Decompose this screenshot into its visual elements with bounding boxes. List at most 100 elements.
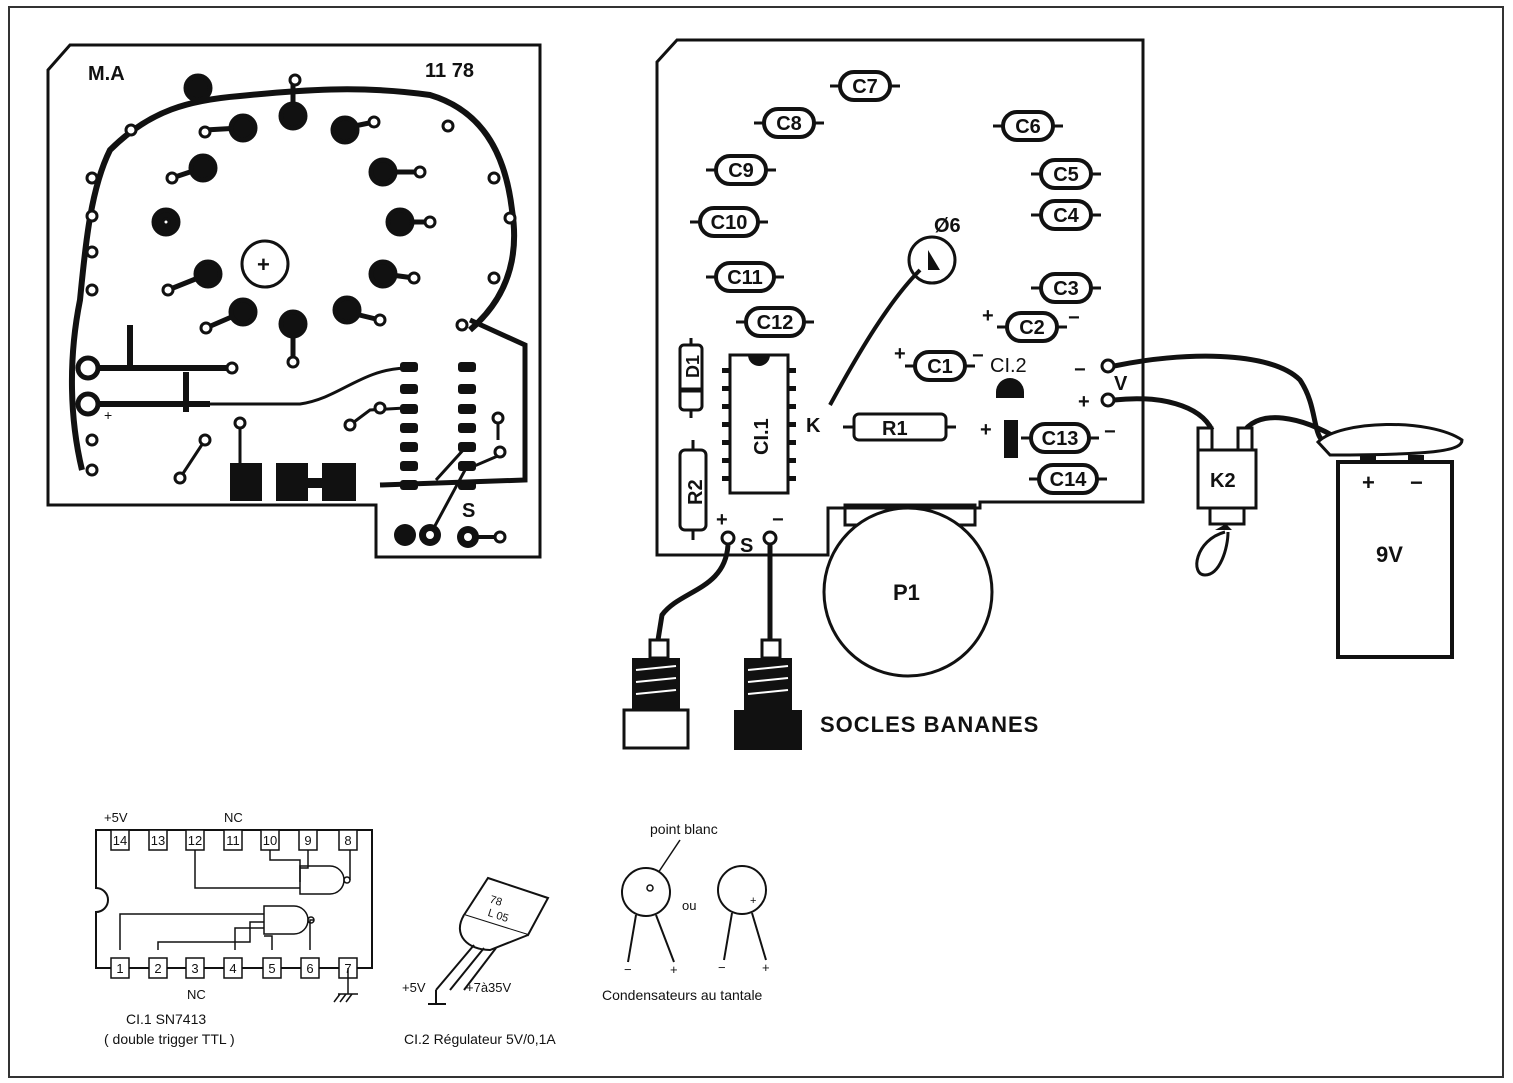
r2-label: R2 [685,479,707,505]
tantalum-capacitors: point blanc − + ou + − + Condensateurs a… [602,821,770,1003]
ic1-gates [119,850,358,1003]
capacitor-label: C6 [1015,116,1041,138]
ic1-pin-box [148,957,168,979]
capacitor-c9: C9 [706,154,776,186]
capacitor-label: C10 [711,212,748,234]
ic1-pin-number: 9 [304,833,311,848]
ic2-in: +7à35V [466,980,512,995]
ic1-pin-number: 12 [188,833,202,848]
ic1-pin-box [185,957,205,979]
ic1-pin-number: 6 [306,961,313,976]
switch-pads [151,73,430,362]
capacitor-label: C11 [727,267,763,289]
capacitor-c3: C3 [1031,272,1101,304]
p1-label: P1 [893,580,920,605]
capacitor-c2: C2 [997,311,1067,343]
tantalum-dot-label: point blanc [650,821,718,837]
v-label: V [1114,373,1128,395]
tantalum-a-minus: − [624,962,632,977]
capacitor-label: C12 [757,312,794,334]
supply-wires [1113,353,1342,448]
capacitor-label: C7 [852,76,878,98]
ic1-pin-box [223,829,243,851]
c1-plus: + [894,343,906,365]
ic2-marking-1: 78 [488,894,503,909]
battery-9v: + − 9V [1315,422,1464,659]
ic2-caption: CI.2 Régulateur 5V/0,1A [404,1031,556,1047]
capacitor-c13: C13 [1021,422,1099,454]
capacitor-label: C4 [1053,205,1079,227]
capacitor-label: C14 [1050,469,1088,491]
capacitor-c10: C10 [690,206,768,238]
ic-traces [178,366,501,536]
center-plus: + [257,252,270,277]
tantalum-b-plus-mark: + [750,895,756,907]
tantalum-b-plus: + [762,960,770,975]
ic1-label: CI.1 [751,418,773,455]
capacitor-c12: C12 [736,306,814,338]
ic2-body [996,378,1024,398]
c1-minus: − [972,345,984,367]
drill-label: Ø6 [934,215,961,237]
ic2-out: +5V [402,980,426,995]
out-minus: − [772,509,784,531]
k-wire [828,268,922,406]
lower-traces [88,325,232,412]
capacitor-c11: C11 [706,261,784,293]
d1-label: D1 [683,355,703,378]
capacitor-label: C8 [776,113,802,135]
tantalum-a-plus: + [670,962,678,977]
pcb-output-label: S [462,500,475,522]
ic1-pin-box [338,829,358,851]
ic1-nc-top: NC [224,810,243,825]
battery-plus: + [1362,470,1375,495]
banana-sockets: SOCLES BANANES [622,544,1039,750]
ic1-pin-number: 14 [113,833,127,848]
ic1-pin-number: 1 [116,961,123,976]
capacitor-label: C9 [728,160,754,182]
battery-label: 9V [1376,542,1403,567]
switch-k2: K2 [1195,426,1258,577]
ic1-pin-number: 3 [191,961,198,976]
capacitor-c7: C7 [830,70,900,102]
battery-minus: − [1410,470,1423,495]
out-s-label: S [740,535,753,557]
c2-plus: + [982,305,994,327]
v-minus: − [1074,359,1086,381]
ic1-caption-1: CI.1 SN7413 [126,1011,206,1027]
ic2-pinout: 78 L 05 +5V +7à35V CI.2 Régulateur 5V/0,… [402,876,556,1047]
ic1-pin-box [300,957,320,979]
ic1-body [728,353,790,495]
pcb-initials: M.A [88,63,125,85]
ic1-pins [722,368,796,481]
ic1-pin-number: 11 [226,833,240,848]
ic1-nc-bottom: NC [187,987,206,1002]
ic1-pin-number: 8 [344,833,351,848]
r1-label: R1 [882,418,908,440]
sockets-label: SOCLES BANANES [820,712,1039,737]
ic2-leads [428,944,497,1005]
pcb-outline [46,43,542,559]
capacitor-label: C1 [927,356,953,378]
ic1-pin-number: 10 [263,833,277,848]
capacitor-c5: C5 [1031,158,1101,190]
output-trace [379,317,528,488]
center-hole [240,239,290,289]
k2-label: K2 [1210,470,1236,492]
potentiometer-p1: P1 [822,503,994,678]
capacitor-label: C13 [1042,428,1079,450]
capacitor-label: C5 [1053,164,1079,186]
ic1-caption-2: ( double trigger TTL ) [104,1031,235,1047]
ic1-vcc: +5V [104,810,128,825]
ic1-pin-box [223,957,243,979]
ic1-pin-box [148,829,168,851]
ic-pads [230,362,476,501]
capacitor-label: C2 [1019,317,1045,339]
tantalum-or: ou [682,898,696,913]
